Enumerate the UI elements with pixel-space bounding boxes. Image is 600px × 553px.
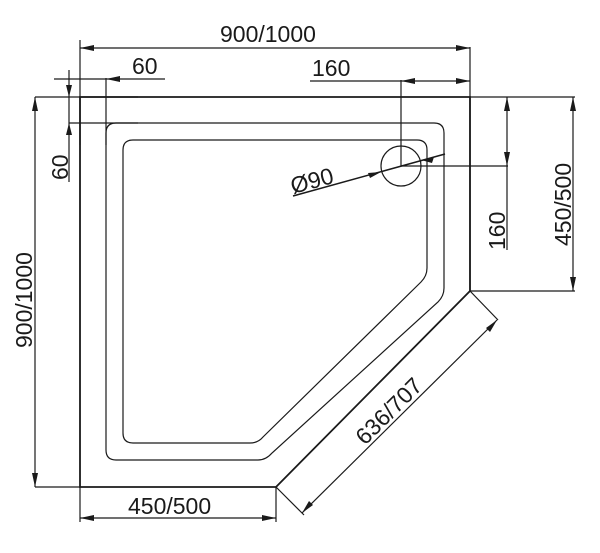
- dim-drain-offset-y: 160: [401, 96, 575, 250]
- rim-width-side-label: 60: [47, 154, 73, 180]
- dim-bottom-side: 450/500: [79, 487, 277, 522]
- drain-offset-x-label: 160: [312, 55, 350, 81]
- right-side-label: 450/500: [550, 163, 576, 246]
- dim-right-side: 450/500: [470, 97, 576, 292]
- overall-width-label: 900/1000: [220, 21, 316, 47]
- tray-basin-outline: [122, 139, 428, 444]
- dim-rim-width-top: 60: [54, 53, 165, 145]
- dim-rim-width-side: 60: [35, 70, 138, 182]
- drain-offset-y-label: 160: [484, 212, 510, 250]
- dim-diagonal: 636/707: [275, 290, 499, 516]
- bottom-side-label: 450/500: [128, 493, 211, 519]
- tray-outer-outline: [79, 96, 471, 488]
- dim-drain-diameter: Ø90: [288, 153, 446, 199]
- dim-overall-depth: 900/1000: [11, 97, 80, 488]
- dim-overall-width: 900/1000: [79, 21, 471, 291]
- diagonal-label: 636/707: [350, 372, 427, 449]
- dim-drain-offset-x: 160: [310, 55, 470, 166]
- overall-depth-label: 900/1000: [11, 252, 37, 348]
- drain-diameter-label: Ø90: [288, 162, 337, 198]
- rim-width-top-label: 60: [132, 53, 158, 79]
